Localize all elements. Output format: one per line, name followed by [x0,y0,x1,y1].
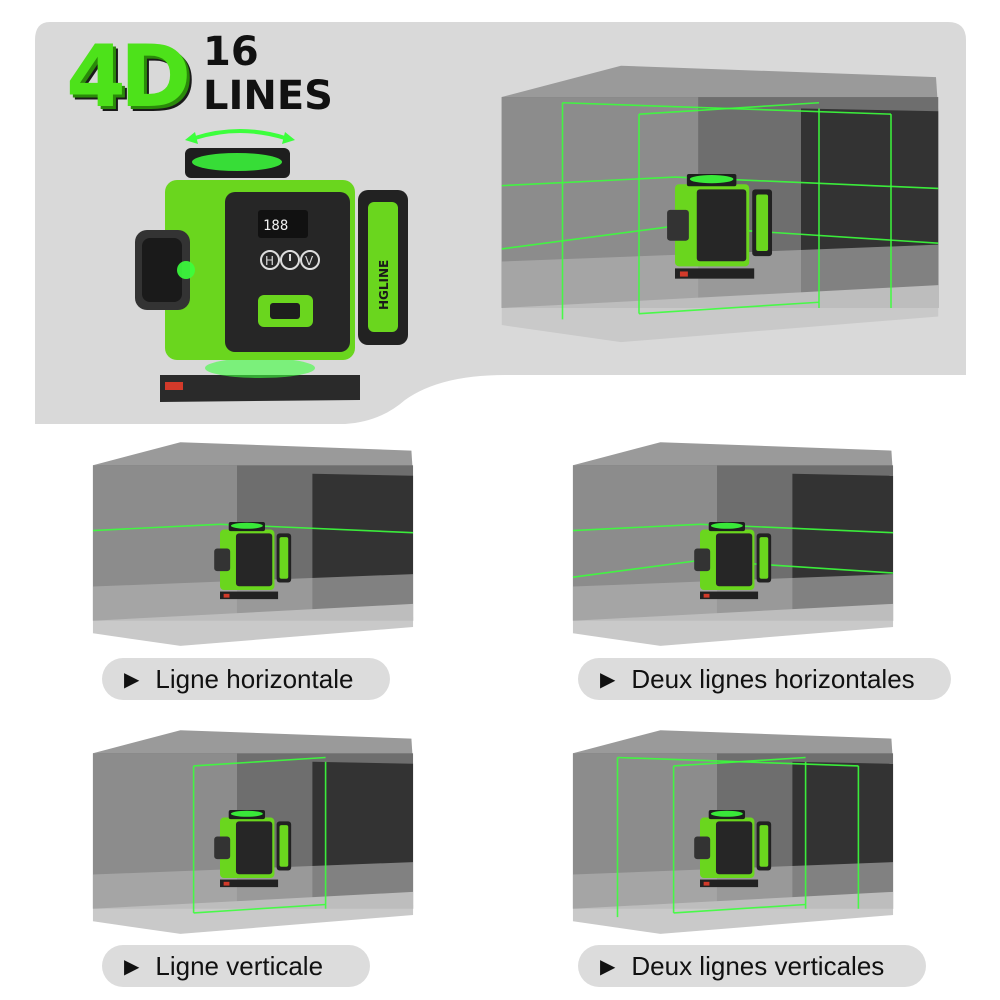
v-button-label: V [305,254,314,268]
caption-text: Deux lignes horizontales [631,663,915,694]
play-triangle-icon: ▶ [600,955,616,978]
headline: 16 LINES [203,30,333,118]
room-scene-vertical-line [92,730,414,934]
headline-word: LINES [203,73,333,119]
room-scene-16-lines [501,65,939,343]
play-triangle-icon: ▶ [124,668,140,691]
play-triangle-icon: ▶ [124,955,140,978]
caption-horizontal-line: ▶ Ligne horizontale [102,658,390,700]
room-scene-two-horizontal-lines [572,442,894,646]
play-triangle-icon: ▶ [600,668,616,691]
power-icon [280,250,300,270]
caption-two-horizontal-lines: ▶ Deux lignes horizontales [578,658,951,700]
4d-logo: 4D [66,30,191,124]
h-button-label: H [265,254,274,268]
caption-two-vertical-lines: ▶ Deux lignes verticales [578,945,926,987]
hero-laser-level: 188 H V HGLINE [135,129,408,402]
caption-vertical-line: ▶ Ligne verticale [102,945,370,987]
caption-text: Deux lignes verticales [631,950,885,981]
logo-text: 4D [66,27,191,127]
display-digits: 188 [263,218,288,234]
caption-text: Ligne verticale [155,950,324,981]
brand-label: HGLINE [377,260,391,310]
headline-number: 16 [203,29,259,75]
room-scene-two-vertical-lines [572,730,894,934]
caption-text: Ligne horizontale [155,663,354,694]
room-scene-horizontal-line [92,442,414,646]
